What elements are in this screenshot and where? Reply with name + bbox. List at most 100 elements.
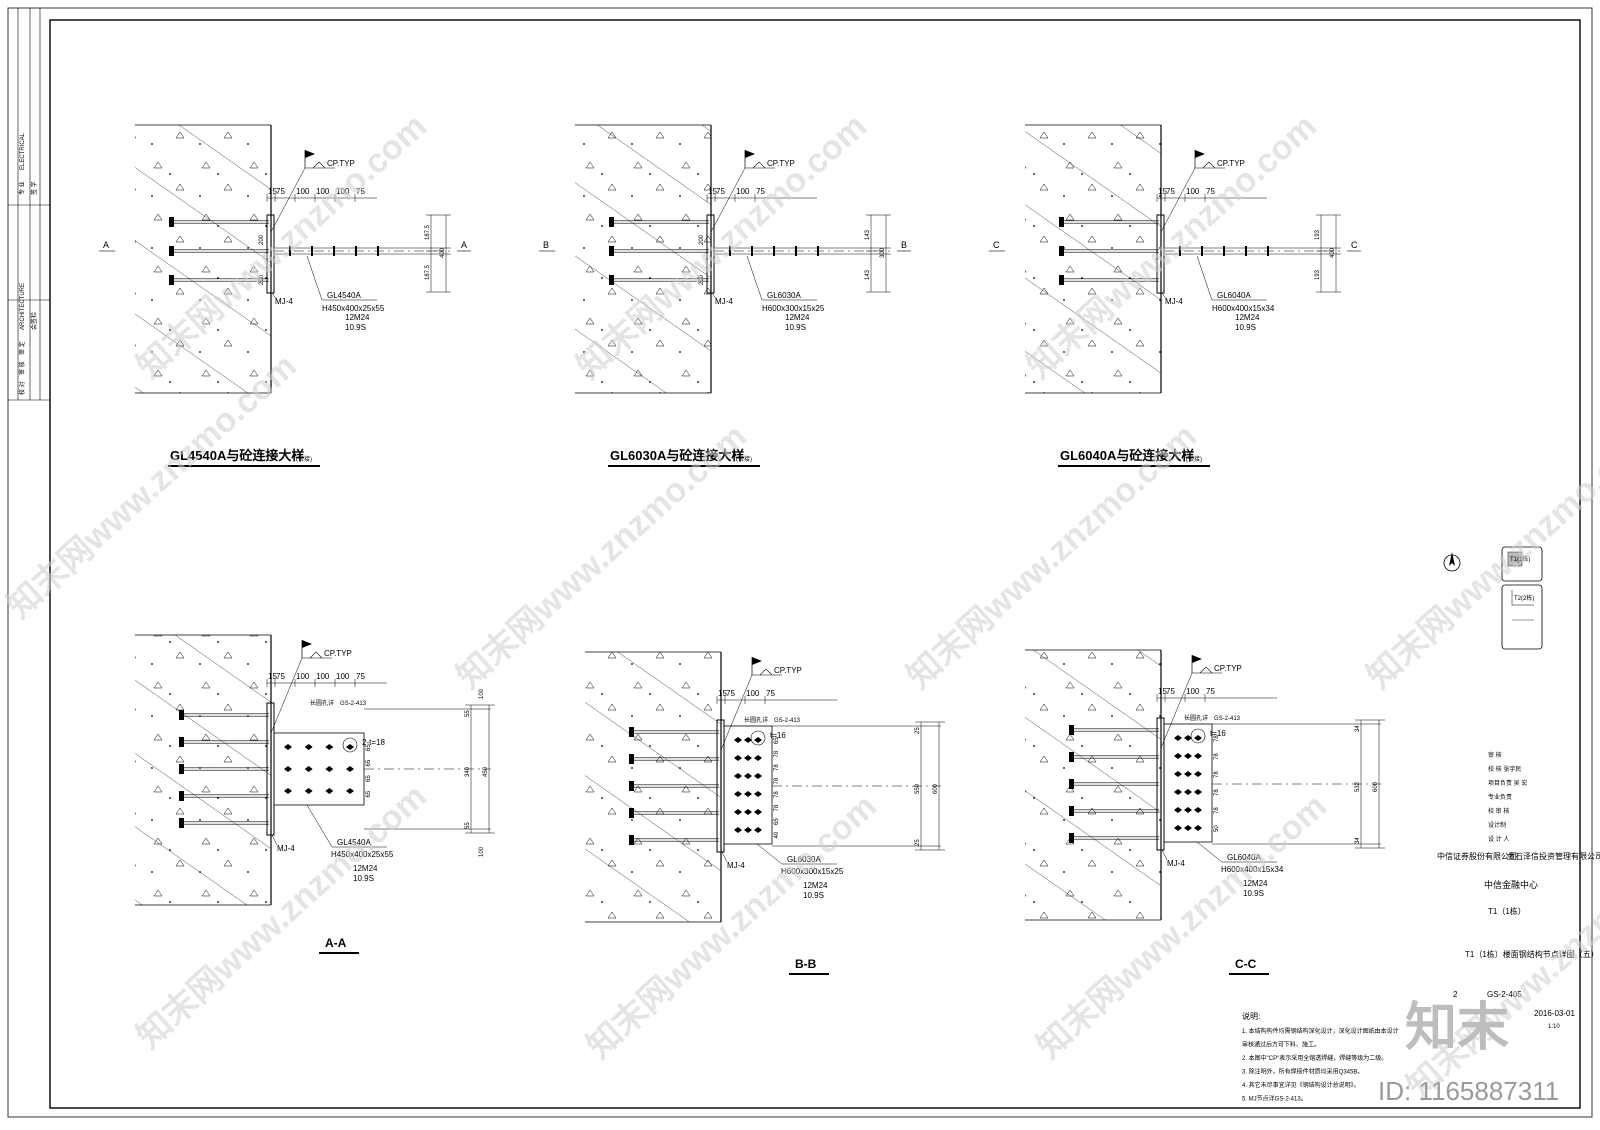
bolt-hole xyxy=(1194,825,1202,831)
dim-label: 200 xyxy=(699,234,705,245)
bolt-hole xyxy=(1194,789,1202,795)
sheet-number: 2 xyxy=(1453,990,1458,999)
bolt-hole xyxy=(1184,825,1192,831)
section-cut-label: B xyxy=(543,240,549,250)
bolt-hole xyxy=(1184,753,1192,759)
client-name-2: 金石泽信投资管理有限公司 xyxy=(1507,851,1600,861)
beam-label: GL6030A xyxy=(767,291,801,300)
hole-note: 长圆孔详 xyxy=(1184,714,1208,722)
weld-symbol-icon xyxy=(1202,161,1216,169)
note-line: 4. 其它未尽事宜详见《钢结构设计总说明》。 xyxy=(1242,1081,1360,1089)
drawing-number: GS-2-405 xyxy=(1487,990,1522,999)
plate-label: MJ-4 xyxy=(1165,297,1183,306)
dim-label: 15 xyxy=(1158,187,1167,196)
dim-label: 78 xyxy=(1214,789,1220,796)
dim-label: 75 xyxy=(1166,187,1175,196)
weld-flag-icon xyxy=(305,150,315,158)
dim-label: 550 xyxy=(915,783,921,794)
title-block-role: 校 审 核 xyxy=(1488,807,1509,815)
dim-label: 340 xyxy=(465,766,471,777)
dim-label: 75 xyxy=(716,187,725,196)
section-size-label: H600x400x15x34 xyxy=(1212,304,1275,313)
bolt-hole xyxy=(284,766,292,772)
dim-label: 100 xyxy=(1186,687,1200,696)
stiffener-label: t=16 xyxy=(770,731,786,740)
watermark-text: 知末网www.znzmo.com xyxy=(1400,827,1600,1106)
dim-label: 100 xyxy=(479,846,485,857)
bolt-mark xyxy=(1179,246,1181,256)
dim-label: 600 xyxy=(1373,781,1379,792)
dim-label: 100 xyxy=(736,187,750,196)
bolt-hole xyxy=(1174,735,1182,741)
anchor-head xyxy=(1069,779,1074,789)
signoff-strip-label: 专 业 xyxy=(18,181,26,195)
concrete-aggregate xyxy=(135,125,271,393)
section-cut-label: B xyxy=(901,240,907,250)
bolt-mark xyxy=(355,246,357,256)
dim-label: 187.5 xyxy=(425,224,431,240)
bolt-mark xyxy=(311,246,313,256)
hole-note: 长圆孔详 xyxy=(744,716,768,724)
bolt-spec-label: 12M24 xyxy=(345,313,370,322)
dim-label: 55 xyxy=(465,822,471,829)
bolt-hole xyxy=(284,788,292,794)
dim-label: 200 xyxy=(259,234,265,245)
weld-flag-icon xyxy=(1195,150,1205,158)
dim-label: 78 xyxy=(774,804,780,811)
weld-flag-icon xyxy=(752,657,762,665)
bolt-mark xyxy=(773,246,775,256)
bolt-hole xyxy=(346,788,354,794)
detail-title: GL4540A与砼连接大样 xyxy=(170,448,304,463)
bolt-hole xyxy=(734,773,742,779)
anchor-head xyxy=(179,710,184,720)
bolt-hole xyxy=(325,788,334,794)
bolt-spec-label: 12M24 xyxy=(785,313,810,322)
section-title: A-A xyxy=(325,936,347,950)
weld-note: CP.TYP xyxy=(774,666,802,675)
client-name-1: 中信证券股份有限公司 xyxy=(1437,851,1517,861)
dim-label: 600 xyxy=(933,783,939,794)
bolt-hole xyxy=(1174,789,1182,795)
bolt-mark xyxy=(333,246,335,256)
bolt-mark xyxy=(289,246,291,256)
bolt-hole xyxy=(734,755,742,761)
anchor-head xyxy=(629,781,634,791)
beam-label: GL4540A xyxy=(327,291,361,300)
dim-label: 100 xyxy=(336,672,350,681)
dim-label: 100 xyxy=(296,187,310,196)
bolt-mark xyxy=(817,246,819,256)
watermark-logo: 知末 xyxy=(1405,999,1509,1057)
hole-ref: GS-2-413 xyxy=(774,718,801,724)
dim-label: 75 xyxy=(756,187,765,196)
dim-label: 15 xyxy=(268,672,277,681)
drawing-title: T1（1栋）楼面钢结构节点详图（五） xyxy=(1465,949,1599,959)
bolt-hole xyxy=(1194,753,1202,759)
weld-note: CP.TYP xyxy=(767,159,795,168)
anchor-head xyxy=(169,217,174,227)
anchor-head xyxy=(1069,725,1074,735)
bolt-spec-label: 12M24 xyxy=(353,864,378,873)
bolt-hole xyxy=(754,827,762,833)
dim-label: 15 xyxy=(708,187,717,196)
dim-label: 78 xyxy=(1214,807,1220,814)
stiffener-label: t=16 xyxy=(1210,729,1226,738)
anchor-head xyxy=(179,764,184,774)
hole-note: 长圆孔详 xyxy=(310,699,334,707)
bolt-mark xyxy=(1201,246,1203,256)
bolt-mark xyxy=(795,246,797,256)
weld-flag-icon xyxy=(1192,655,1202,663)
concrete-aggregate xyxy=(1025,125,1161,393)
dim-label: 100 xyxy=(336,187,350,196)
section-cut-label: C xyxy=(993,240,1000,250)
note-line: 2. 本图中"CP"表示采用全熔透焊缝，焊缝等级为二级。 xyxy=(1242,1054,1387,1062)
weld-symbol-icon xyxy=(759,668,773,676)
signoff-strip-label: 会签栏 xyxy=(30,312,38,330)
weld-symbol-icon xyxy=(309,651,323,659)
dim-label: 65 xyxy=(774,818,780,825)
dim-label: 78 xyxy=(774,750,780,757)
dim-label: 75 xyxy=(766,689,775,698)
anchor-head xyxy=(1059,217,1064,227)
